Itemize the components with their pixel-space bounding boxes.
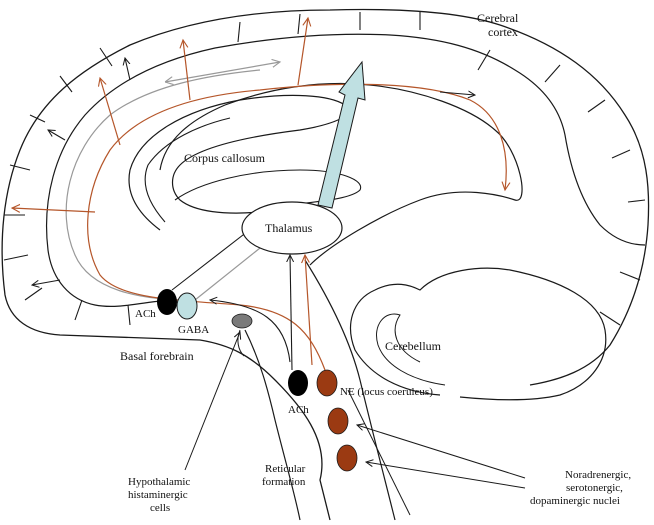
label-cortex-2: cortex bbox=[488, 25, 518, 39]
pointer-monoamine-2 bbox=[366, 462, 526, 489]
ne-thalamus-arrow bbox=[305, 255, 313, 366]
histamine-hook bbox=[237, 329, 245, 357]
ne-arrow-1 bbox=[100, 78, 121, 146]
label-hypothalamic-2: histaminergic bbox=[128, 489, 188, 501]
cortex-inner-outline bbox=[45, 33, 646, 307]
ach-cortex-arrows bbox=[32, 58, 475, 285]
gaba-thalamus-arrow bbox=[194, 240, 270, 301]
label-hypothalamic-3: cells bbox=[150, 502, 170, 514]
label-nuclei-2: serotonergic, bbox=[566, 482, 623, 494]
gaba-cell bbox=[176, 292, 198, 320]
label-ach-brainstem: ACh bbox=[288, 404, 309, 416]
pointer-monoamine-1 bbox=[357, 425, 526, 479]
label-cerebellum: Cerebellum bbox=[385, 339, 442, 353]
ach-brainstem-cell bbox=[288, 370, 308, 396]
monoamine-cell-1 bbox=[327, 407, 349, 435]
thalamus bbox=[241, 201, 343, 255]
cerebellum-inner bbox=[376, 313, 446, 386]
label-reticular-1: Reticular bbox=[265, 463, 306, 475]
label-hypothalamic-1: Hypothalamic bbox=[128, 476, 190, 488]
ne-arrow-2 bbox=[183, 40, 191, 101]
brainstem-left-edge bbox=[244, 329, 301, 521]
histamine-cell bbox=[231, 313, 253, 329]
corpus-callosum-lower bbox=[144, 117, 231, 223]
brainstem-right-edge bbox=[304, 259, 396, 521]
pointer-hypothalamic bbox=[184, 332, 240, 471]
label-nuclei-1: Noradrenergic, bbox=[565, 469, 631, 481]
label-ach-forebrain: ACh bbox=[135, 308, 156, 320]
ventricle-outline bbox=[159, 82, 523, 266]
cerebellum-outline bbox=[350, 267, 607, 401]
ne-arrow-frontal bbox=[12, 208, 96, 212]
label-gaba: GABA bbox=[178, 324, 209, 336]
label-nuclei-3: dopaminergic nuclei bbox=[530, 495, 620, 507]
cortex-outer-outline bbox=[1, 8, 650, 521]
gaba-cortex-arrow bbox=[165, 62, 280, 82]
ach-brainstem-forebrain-arrow bbox=[210, 300, 291, 363]
ne-arrow-3 bbox=[297, 18, 308, 86]
pointer-nuclei-tail bbox=[347, 389, 411, 516]
label-ne: NE (locus coeruleus) bbox=[340, 386, 433, 398]
label-cortex-1: Cerebral bbox=[477, 11, 519, 25]
sulci bbox=[3, 12, 646, 326]
ach-forebrain-cell bbox=[157, 289, 177, 315]
thalamocortical-arrow bbox=[317, 60, 366, 209]
label-corpus-callosum: Corpus callosum bbox=[184, 151, 266, 165]
label-basal-forebrain: Basal forebrain bbox=[120, 349, 194, 363]
ach-forebrain-thalamus-arrow bbox=[171, 228, 252, 291]
monoamine-cell-2 bbox=[336, 444, 358, 472]
label-thalamus: Thalamus bbox=[265, 221, 313, 235]
ne-cell bbox=[316, 369, 338, 397]
label-reticular-2: formation bbox=[262, 476, 306, 488]
ach-brainstem-thalamus-arrow bbox=[290, 255, 292, 371]
